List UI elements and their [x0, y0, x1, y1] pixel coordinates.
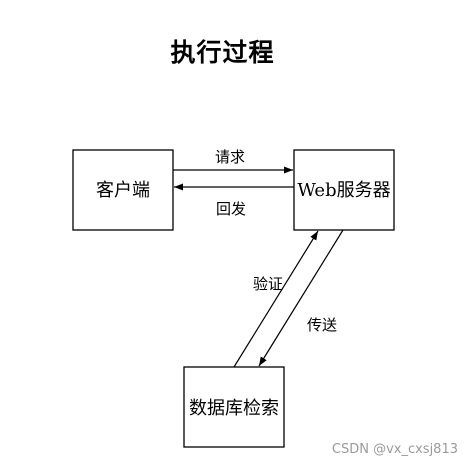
transfer-arrow	[258, 229, 344, 367]
database-node: 数据库检索	[183, 366, 285, 448]
client-label: 客户端	[96, 180, 150, 201]
diagram-title: 执行过程	[170, 38, 275, 67]
verify-label: 验证	[253, 275, 283, 293]
reply-label: 回发	[216, 200, 246, 218]
client-node: 客户端	[72, 149, 174, 231]
server-node: Web服务器	[293, 149, 395, 231]
request-label: 请求	[215, 148, 245, 166]
verify-arrow	[233, 230, 319, 368]
database-label: 数据库检索	[189, 398, 279, 419]
server-label: Web服务器	[297, 180, 390, 201]
watermark: CSDN @vx_cxsj813	[331, 442, 458, 457]
transfer-label: 传送	[307, 316, 337, 334]
